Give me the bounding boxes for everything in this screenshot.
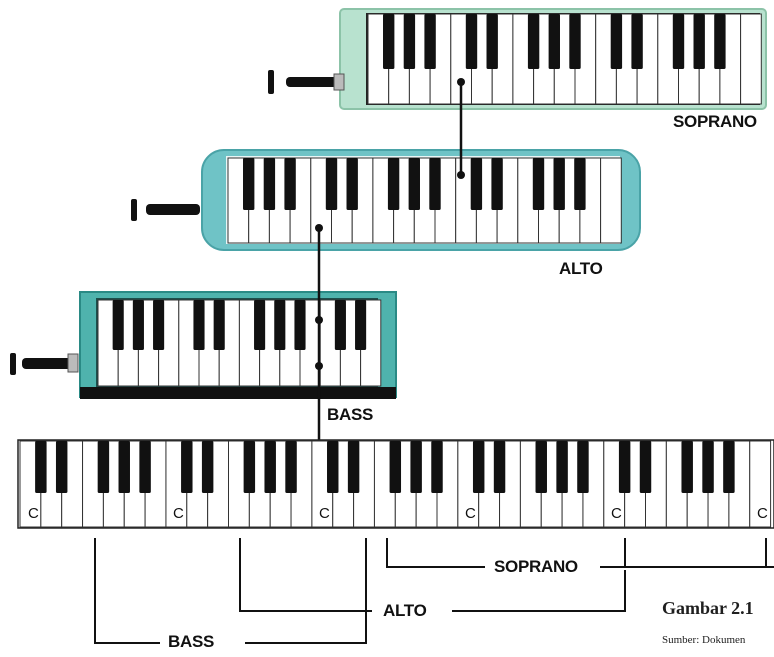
- mouthpiece-icon: [131, 199, 200, 221]
- black-key: [491, 158, 503, 210]
- alto-melodica: [131, 149, 641, 251]
- black-key: [263, 158, 276, 210]
- black-key: [465, 14, 478, 69]
- black-key: [383, 14, 395, 69]
- alto-label: ALTO: [559, 259, 603, 278]
- black-key: [672, 14, 685, 69]
- black-key: [201, 441, 214, 493]
- c-key-label-2: C: [173, 505, 184, 522]
- black-key: [264, 441, 276, 493]
- black-key: [181, 441, 193, 493]
- black-key: [535, 441, 547, 493]
- bass-label: BASS: [327, 405, 374, 424]
- black-key: [470, 158, 483, 210]
- black-key: [472, 441, 485, 493]
- black-key: [639, 441, 652, 493]
- range-brackets: [94, 538, 774, 644]
- black-key: [424, 14, 436, 69]
- black-key: [610, 14, 623, 69]
- black-key: [723, 441, 735, 493]
- white-key: [749, 440, 772, 528]
- black-key: [702, 441, 714, 493]
- black-key: [408, 158, 420, 210]
- black-key: [274, 300, 286, 350]
- c-key-label-6: C: [757, 505, 768, 522]
- black-key: [389, 441, 402, 493]
- white-key: [600, 157, 622, 244]
- c-key-label-3: C: [319, 505, 330, 522]
- black-key: [254, 300, 266, 350]
- black-key: [553, 158, 565, 210]
- c-key-label-5: C: [611, 505, 622, 522]
- black-key: [493, 441, 506, 493]
- soprano-label: SOPRANO: [673, 112, 757, 131]
- reference-keyboard: [17, 439, 774, 529]
- black-key: [577, 441, 589, 493]
- black-key: [355, 300, 367, 350]
- black-key: [112, 300, 124, 350]
- bass-melodica: [10, 291, 397, 399]
- black-key: [527, 14, 540, 69]
- black-key: [285, 441, 297, 493]
- black-key: [327, 441, 339, 493]
- soprano-melodica: [268, 8, 767, 110]
- figure-caption-title: Gambar 2.1: [662, 598, 754, 618]
- black-key: [569, 14, 581, 69]
- black-key: [556, 441, 568, 493]
- black-key: [153, 300, 165, 350]
- black-key: [294, 300, 306, 350]
- black-key: [213, 300, 225, 350]
- black-key: [139, 441, 151, 493]
- black-key: [431, 441, 443, 493]
- black-key: [325, 158, 338, 210]
- black-key: [97, 441, 110, 493]
- c-key-label-1: C: [28, 505, 39, 522]
- white-key: [740, 13, 762, 105]
- black-key: [403, 14, 416, 69]
- black-key: [193, 300, 205, 350]
- mouthpiece-icon: [268, 70, 345, 94]
- black-key: [118, 441, 130, 493]
- black-key: [618, 441, 631, 493]
- black-key: [486, 14, 498, 69]
- c-key-label-4: C: [465, 505, 476, 522]
- black-key: [429, 158, 441, 210]
- black-key: [631, 14, 643, 69]
- black-key: [347, 441, 360, 493]
- black-key: [693, 14, 705, 69]
- black-key: [55, 441, 68, 493]
- black-key: [284, 158, 296, 210]
- black-key: [681, 441, 693, 493]
- black-key: [574, 158, 586, 210]
- black-key: [243, 158, 255, 210]
- black-key: [334, 300, 346, 350]
- black-key: [532, 158, 545, 210]
- black-key: [410, 441, 422, 493]
- black-key: [35, 441, 47, 493]
- bass-range-label: BASS: [168, 632, 215, 651]
- alto-range-label: ALTO: [383, 601, 427, 620]
- soprano-range-label: SOPRANO: [494, 557, 578, 576]
- mouthpiece-icon: [10, 353, 79, 375]
- black-key: [346, 158, 358, 210]
- black-key: [243, 441, 256, 493]
- figure-caption-source: Sumber: Dokumen: [662, 634, 746, 646]
- black-key: [548, 14, 560, 69]
- black-key: [714, 14, 726, 69]
- black-key: [132, 300, 144, 350]
- black-key: [387, 158, 400, 210]
